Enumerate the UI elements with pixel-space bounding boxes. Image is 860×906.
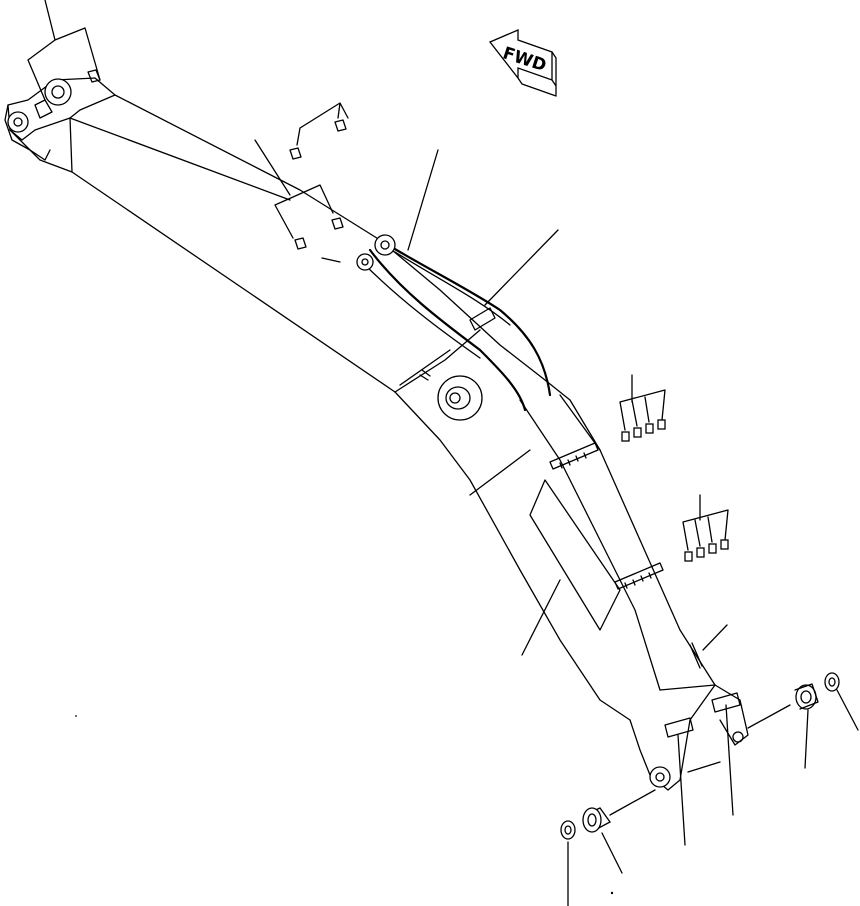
clamp-parts	[274, 102, 840, 840]
fwd-direction-arrow: FWD	[488, 29, 557, 97]
leader-lines	[27, 0, 859, 906]
bolt-group-upper	[619, 374, 666, 442]
dot-mark	[610, 891, 614, 895]
dot-mark	[75, 715, 77, 717]
hose-lines	[321, 234, 552, 412]
bolt-group-lower	[682, 494, 729, 562]
